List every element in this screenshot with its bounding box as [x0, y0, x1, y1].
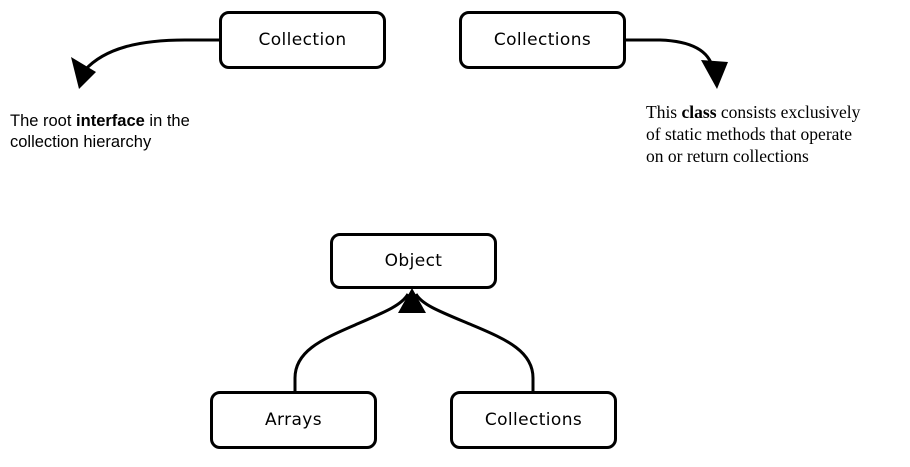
edge-collections2-to-object [414, 293, 535, 391]
node-collections-label: Collections [493, 30, 592, 50]
annotation-right-line1-suffix: consists exclusively [716, 102, 861, 122]
node-arrays[interactable]: Arrays [210, 391, 377, 449]
annotation-right-line3: on or return collections [646, 146, 809, 166]
node-arrays-label: Arrays [264, 410, 323, 430]
annotation-collections-class: This class consists exclusively of stati… [646, 101, 908, 167]
node-collections[interactable]: Collections [459, 11, 626, 69]
node-collections-static-label: Collections [484, 410, 583, 430]
annotation-left-line1-bold: interface [76, 112, 145, 130]
node-object-label: Object [384, 251, 443, 271]
node-collection[interactable]: Collection [219, 11, 386, 69]
arrowhead-down-left [71, 57, 96, 89]
edge-arrays-to-object [293, 293, 410, 391]
annotation-right-line1-bold: class [681, 102, 717, 122]
annotation-right-line2: of static methods that operate [646, 124, 853, 144]
annotation-collection-interface: The root interface in the collection hie… [10, 111, 260, 153]
edge-collections-to-note [626, 38, 715, 70]
node-object[interactable]: Object [330, 233, 497, 289]
annotation-left-line1-prefix: The root [10, 112, 77, 130]
node-collection-label: Collection [258, 30, 347, 50]
annotation-left-line2: collection hierarchy [10, 133, 152, 151]
annotation-right-line1-prefix: This [646, 102, 682, 122]
arrowhead-down-right [701, 60, 728, 89]
edge-collection-to-note [83, 38, 219, 72]
arrowhead-up [398, 288, 426, 313]
annotation-left-line1-suffix: in the [144, 112, 190, 130]
node-collections-static[interactable]: Collections [450, 391, 617, 449]
